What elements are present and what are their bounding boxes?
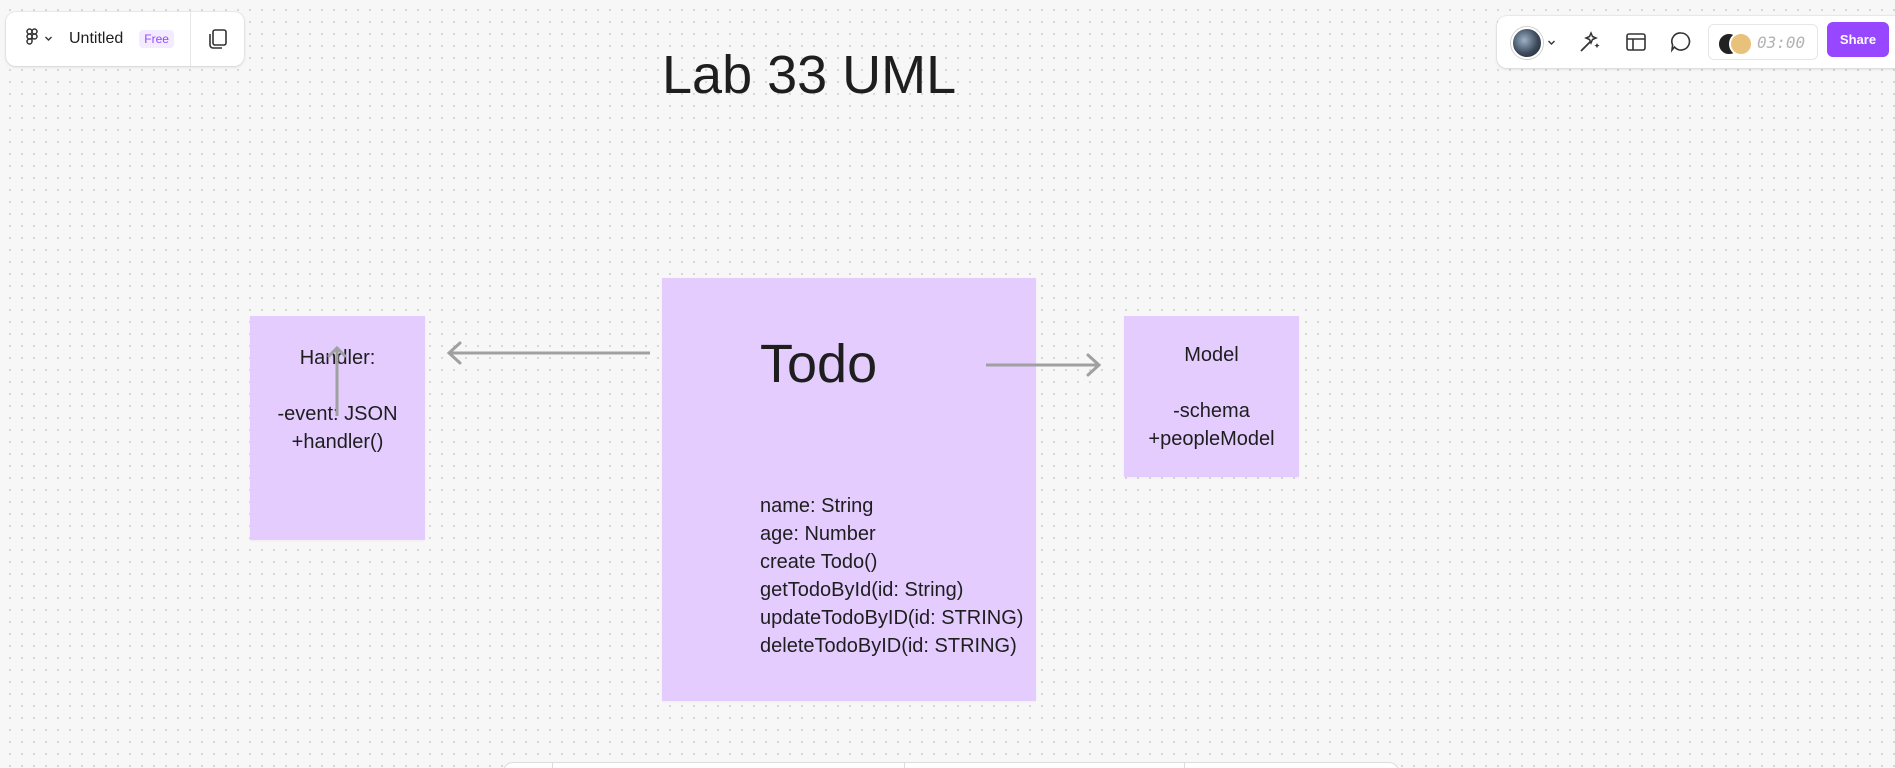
layout-icon bbox=[1623, 33, 1649, 59]
connector-todo-to-model[interactable] bbox=[986, 353, 1102, 377]
timer-text: 03:00 bbox=[1757, 32, 1806, 52]
pages-icon bbox=[206, 29, 230, 55]
note-line: getTodoById(id: String) bbox=[760, 579, 964, 601]
canvas-title[interactable]: Lab 33 UML bbox=[662, 45, 957, 105]
user-avatar-icon bbox=[1511, 27, 1543, 59]
main-menu-button[interactable] bbox=[24, 27, 53, 52]
chevron-down-icon bbox=[1547, 34, 1556, 52]
share-button[interactable]: Share bbox=[1827, 22, 1889, 57]
note-line: deleteTodoByID(id: STRING) bbox=[760, 635, 1017, 657]
bottom-toolbar bbox=[503, 762, 1399, 768]
connector-todo-to-handler[interactable] bbox=[446, 341, 650, 365]
note-line: name: String bbox=[760, 495, 874, 517]
layout-button[interactable] bbox=[1623, 29, 1649, 55]
sticky-note-heading: Todo bbox=[760, 334, 878, 394]
sticky-note-text: Model -schema +peopleModel bbox=[1124, 341, 1299, 453]
note-line: -schema bbox=[1173, 400, 1250, 422]
plan-badge[interactable]: Free bbox=[139, 30, 174, 48]
note-line bbox=[1124, 369, 1299, 397]
file-name[interactable]: Untitled bbox=[69, 30, 124, 47]
note-line: Model bbox=[1184, 344, 1239, 366]
note-line: +handler() bbox=[291, 431, 384, 453]
figma-logo-icon bbox=[24, 27, 40, 52]
toolbar-divider bbox=[904, 763, 905, 768]
file-toolbar: Untitled Free bbox=[6, 12, 244, 66]
ai-sparkle-icon bbox=[1577, 31, 1603, 59]
toolbar-divider bbox=[552, 763, 553, 768]
ai-sparkle-button[interactable] bbox=[1577, 29, 1603, 55]
chevron-down-icon bbox=[44, 30, 53, 48]
pages-button[interactable] bbox=[206, 27, 230, 51]
note-line: updateTodoByID(id: STRING) bbox=[760, 607, 1024, 629]
toolbar-divider bbox=[190, 12, 191, 66]
toolbar-divider bbox=[1184, 763, 1185, 768]
comment-button[interactable] bbox=[1668, 29, 1694, 55]
timer-button[interactable]: 03:00 bbox=[1708, 24, 1818, 60]
sticky-note-todo[interactable]: Todo name: String age: Number create Tod… bbox=[662, 278, 1036, 701]
note-line: +peopleModel bbox=[1148, 428, 1275, 450]
comment-icon bbox=[1668, 32, 1694, 59]
user-menu-button[interactable] bbox=[1511, 27, 1556, 59]
sticky-note-model[interactable]: Model -schema +peopleModel bbox=[1124, 316, 1299, 477]
note-line: create Todo() bbox=[760, 551, 878, 573]
timer-avatars bbox=[1717, 30, 1757, 56]
connector-vertical[interactable] bbox=[327, 345, 347, 416]
note-line: age: Number bbox=[760, 523, 876, 545]
avatar bbox=[1729, 32, 1753, 56]
sticky-note-text: name: String age: Number create Todo() g… bbox=[760, 492, 1023, 660]
